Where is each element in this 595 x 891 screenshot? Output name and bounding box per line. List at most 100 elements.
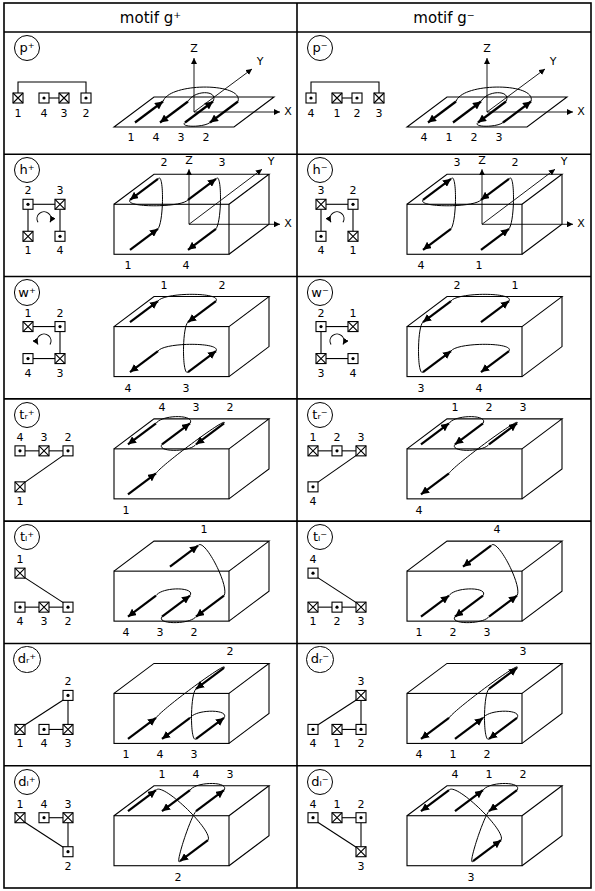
cross-symbol [308,446,318,456]
box-side [229,541,269,621]
strand-number: 2 [202,132,211,144]
strand-arrow [130,229,158,250]
connection-line [49,450,63,451]
dot-symbol [58,235,61,238]
dot-symbol [319,325,322,328]
column-header: motif g⁺ [117,9,184,27]
motif-panel [23,294,269,376]
axis-label: Y [256,56,265,68]
connecting-loop [184,322,189,372]
dot-symbol [355,96,358,99]
column-divider [296,3,298,888]
schematic-strand-number: 1 [333,799,342,811]
connection-line [24,822,64,848]
cross-symbol [55,354,65,364]
topology-schematic [13,82,91,103]
strand-square [55,322,65,332]
motif-panel [15,783,269,865]
dot-symbol [359,816,362,819]
strand-square [308,813,318,823]
strand-number: 1 [200,524,209,536]
strand-arrow [130,179,158,200]
schematic-strand-number: 2 [64,676,73,688]
connection-line [342,450,356,451]
strand-square [356,446,366,456]
strand-number: 4 [152,132,161,144]
strand-square [308,446,318,456]
strand-square [352,93,362,103]
strand-arrow [128,423,156,444]
cross-symbol [332,93,342,103]
topology-schematic [308,568,366,612]
schematic-strand-number: 2 [333,432,342,444]
strand-drawing [114,417,269,499]
strand-square [15,602,25,612]
coordinate-axis [189,224,280,225]
strand-square [39,602,49,612]
connection-line [318,450,332,451]
strand-number: 2 [190,627,199,639]
topology-schematic [23,322,65,364]
strand-arrow [130,301,158,322]
motif-name: dₗ⁺ [18,775,35,789]
strand-square [39,813,49,823]
motif-circle: p⁻ [307,35,333,61]
schematic-strand-number: 1 [14,108,23,120]
connecting-loop [163,87,238,101]
strand-number: 2 [449,627,458,639]
dot-symbol [26,203,29,206]
box-front [407,693,522,743]
cross-symbol [308,602,318,612]
strand-drawing [407,294,562,376]
motif-panel [13,58,280,127]
schematic-strand-number: 2 [24,185,33,197]
motif-name: w⁺ [18,286,36,300]
box-top [114,541,269,571]
schematic-strand-number: 4 [40,738,49,750]
strand-arrow [128,473,156,494]
strand-number: 2 [485,402,494,414]
connecting-loop [179,811,196,862]
strand-number: 3 [182,383,191,395]
cross-symbol [374,93,384,103]
connection-line [49,97,59,98]
motif-circle: tᵣ⁻ [307,402,333,428]
row-divider [4,765,591,767]
schematic-strand-number: 2 [353,108,362,120]
row-divider [4,276,591,278]
box-front [114,204,229,254]
schematic-strand-number: 4 [349,368,358,380]
strand-number: 3 [218,157,227,169]
connecting-loop [158,344,216,351]
strand-arrow [128,790,156,811]
strand-square [15,813,25,823]
connecting-loop [423,200,481,206]
schematic-strand-number: 1 [333,108,342,120]
motif-circle: h⁻ [307,157,333,183]
box-top [407,174,562,204]
cross-symbol [63,813,73,823]
box-side [522,663,562,743]
strand-number: 3 [495,132,504,144]
cross-symbol [332,813,342,823]
strand-number: 2 [160,157,169,169]
cross-symbol [356,602,366,612]
cross-symbol [348,231,358,241]
strand-arrow [170,546,198,567]
cross-symbol [356,446,366,456]
motif-panel [308,783,562,865]
strand-drawing [114,783,269,865]
strand-number: 2 [174,872,183,884]
strand-square [306,93,316,103]
motif-panel [308,417,562,499]
strand-number: 1 [127,132,136,144]
box-front [114,449,229,499]
box-side [229,297,269,377]
strand-drawing [114,541,269,623]
connection-line [320,332,321,354]
schematic-strand-number: 1 [16,554,25,566]
strand-square [356,847,366,857]
strand-number: 2 [226,646,235,658]
schematic-strand-number: 4 [309,496,318,508]
cross-symbol [55,199,65,209]
